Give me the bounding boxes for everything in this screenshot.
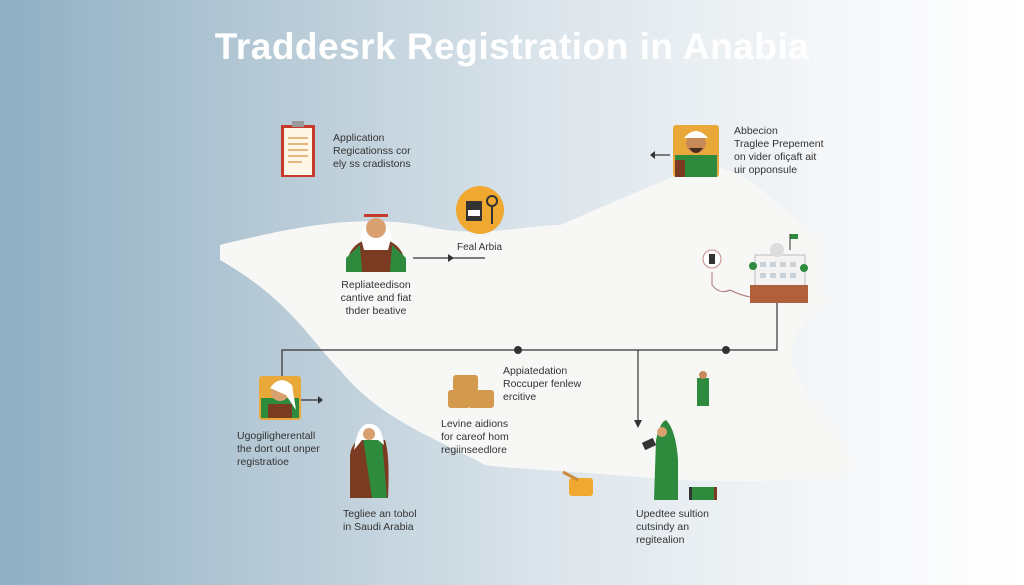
label-line: thder beative <box>345 305 407 317</box>
man-portrait-icon <box>259 376 301 420</box>
standing-man-icon <box>697 371 709 406</box>
step-label-update: Upedtee sultion cutsindy an regitealion <box>636 508 709 547</box>
label-line: Traglee Prepement <box>734 138 824 150</box>
step-label-preparation: Abbecion Traglee Prepement on vider ofiç… <box>734 125 824 177</box>
step-label-levine: Levine aidions for careof hom regiinseed… <box>441 418 509 457</box>
label-line: regiinseedlore <box>441 444 507 456</box>
saudi-flag-icon <box>689 487 717 500</box>
label-line: Tegliee an tobol <box>343 508 417 520</box>
timeline-node <box>514 346 522 354</box>
coins-stack-icon <box>448 375 494 408</box>
label-line: Upedtee sultion <box>636 508 709 520</box>
government-building-icon <box>702 234 808 303</box>
label-line: Roccuper fenlew <box>503 378 582 390</box>
step-label-representation: Repliateedison cantive and fiat thder be… <box>330 279 422 318</box>
step-label-saudi-arabia: Tegliee an tobol in Saudi Arabia <box>343 508 417 534</box>
label-line: on vider ofiçaft ait <box>734 151 817 163</box>
timeline-node <box>722 346 730 354</box>
step-label-real-arabia: Feal Arbia <box>457 241 502 254</box>
step-label-application: Application Regicationss cor ely ss crad… <box>333 132 411 171</box>
label-line: Feal Arbia <box>457 242 503 253</box>
clipboard-icon <box>281 121 315 177</box>
label-line: cutsindy an <box>636 521 690 533</box>
label-line: cantive and fiat <box>340 292 412 304</box>
label-line: Regicationss cor <box>333 145 411 157</box>
step-label-ongoing: Ugogiligherentall the dort out onper reg… <box>237 430 320 469</box>
woman-reading-icon <box>641 420 678 500</box>
label-line: ercitive <box>503 391 537 403</box>
bowl-icon <box>562 470 593 496</box>
step-label-appreciation: Appiatedation Roccuper fenlew ercitive <box>503 365 581 404</box>
label-line: ely ss cradistons <box>333 158 411 170</box>
label-line: Appiatedation <box>503 365 568 377</box>
label-line: in Saudi Arabia <box>343 521 414 533</box>
label-line: Repliateedison <box>341 279 411 291</box>
label-line: regitealion <box>636 534 685 546</box>
label-line: uir opponsule <box>734 164 798 176</box>
label-line: Abbecion <box>734 125 778 137</box>
label-line: Application <box>333 132 385 144</box>
man-portrait-icon <box>673 125 719 177</box>
label-line: for careof hom <box>441 431 509 443</box>
label-line: Ugogiligherentall <box>237 430 316 442</box>
page-title: Traddesrk Registration in Anabia <box>214 26 810 67</box>
man-seated-icon <box>346 214 406 272</box>
document-magnifier-icon <box>456 186 504 234</box>
woman-figure-icon <box>350 423 389 498</box>
label-line: Levine aidions <box>441 418 509 430</box>
label-line: registratioe <box>237 456 289 468</box>
label-line: the dort out onper <box>237 443 320 455</box>
